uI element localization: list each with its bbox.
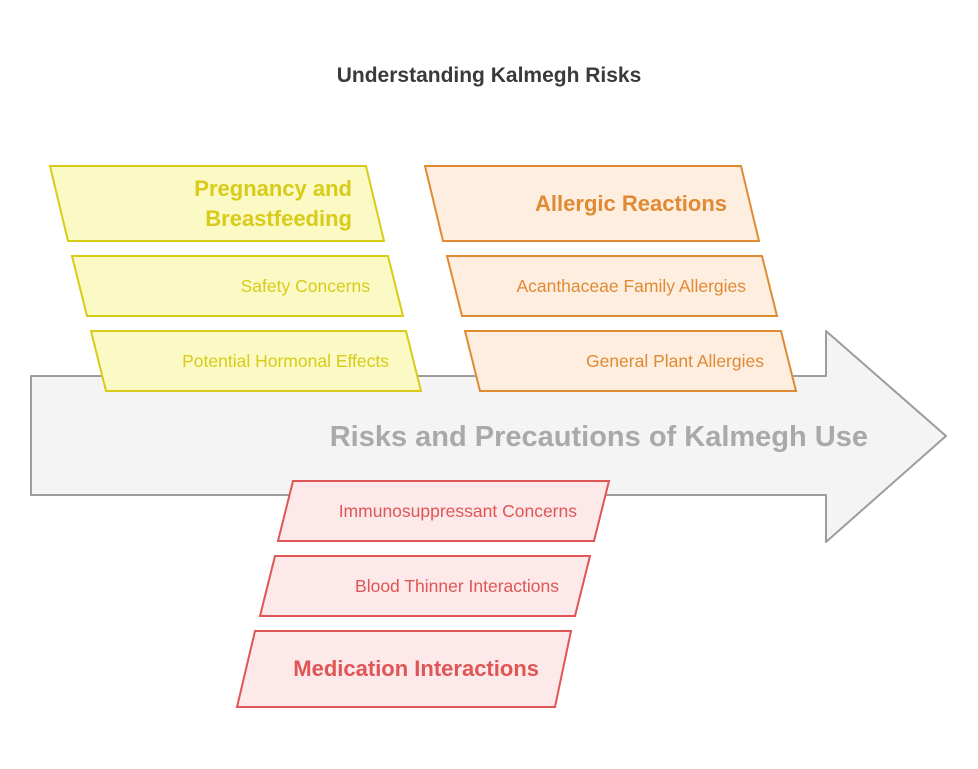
blood-thinner-box <box>258 555 592 617</box>
acanthaceae-label: Acanthaceae Family Allergies <box>516 275 746 296</box>
immunosuppressant-label: Immunosuppressant Concerns <box>338 500 577 521</box>
plant-allergies-box <box>463 330 798 392</box>
safety-concerns-label: Safety Concerns <box>240 275 370 296</box>
blood-thinner-label: Blood Thinner Interactions <box>355 575 559 596</box>
immunosuppressant-box <box>276 480 611 542</box>
main-arrow-label: Risks and Precautions of Kalmegh Use <box>329 420 868 453</box>
diagram-title: Understanding Kalmegh Risks <box>336 64 642 87</box>
plant-allergies-label: General Plant Allergies <box>585 350 764 371</box>
hormonal-effects-label: Potential Hormonal Effects <box>182 350 389 371</box>
allergic-heading-box <box>423 165 761 242</box>
medication-heading-box <box>235 630 573 708</box>
pregnancy-heading: Pregnancy and Breastfeeding <box>194 176 352 231</box>
medication-heading: Medication Interactions <box>293 656 539 681</box>
acanthaceae-box <box>445 255 779 317</box>
safety-concerns-box <box>70 255 405 317</box>
hormonal-effects-box <box>89 330 423 392</box>
pregnancy-heading-box <box>48 165 386 242</box>
allergic-heading: Allergic Reactions <box>535 191 727 216</box>
